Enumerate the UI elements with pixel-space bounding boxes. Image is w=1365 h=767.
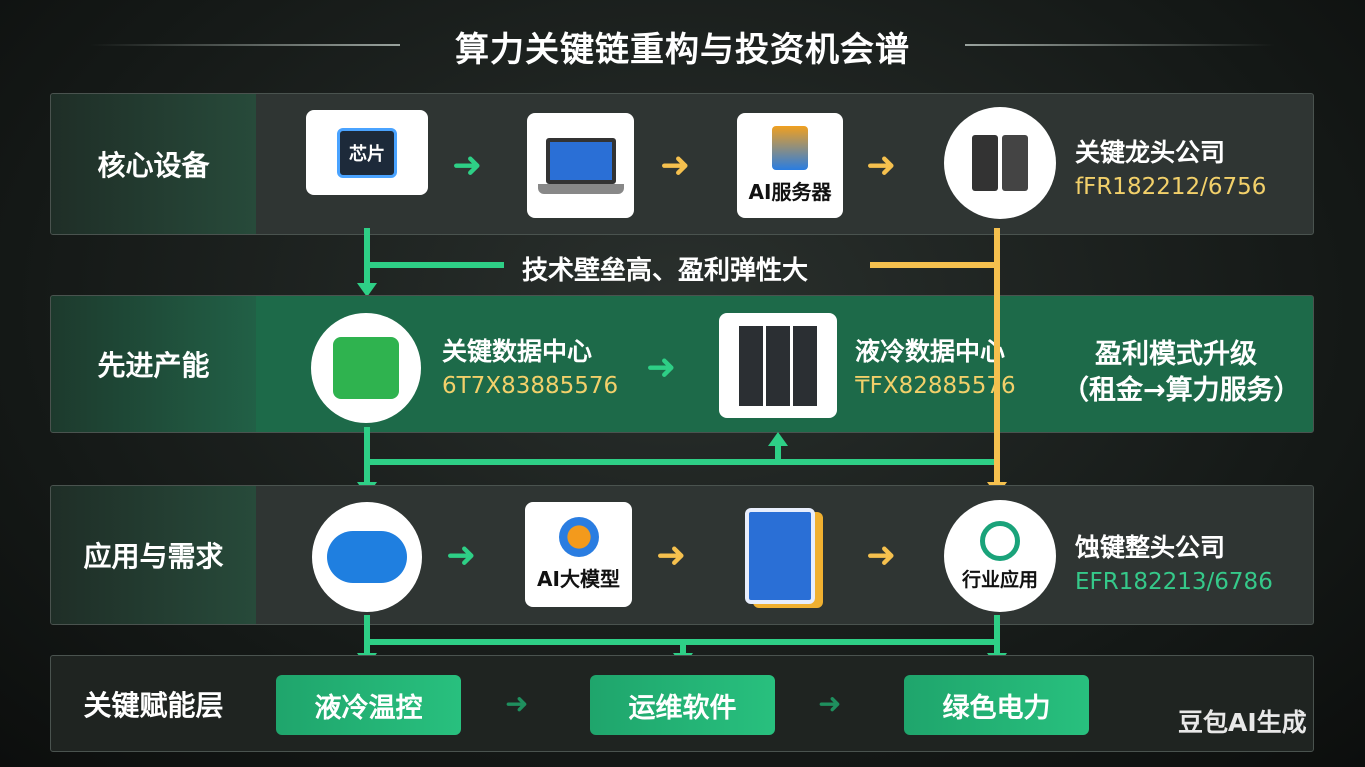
arrow-icon: ➜	[866, 535, 897, 576]
liquid-dc-name: 液冷数据中心	[855, 337, 1006, 366]
ai-model-label: AI大模型	[537, 567, 620, 591]
connector	[364, 427, 370, 483]
row-label: 核心设备	[51, 94, 256, 234]
industry-app-icon: 行业应用	[944, 500, 1056, 612]
row-label: 先进产能	[51, 296, 256, 432]
connector	[364, 228, 370, 283]
company-code: EFR182213/6786	[1075, 569, 1273, 595]
connector	[870, 262, 1000, 268]
page-title: 算力关键链重构与投资机会谱	[455, 30, 910, 70]
arrow-icon: ➜	[818, 687, 842, 720]
arrow-icon: ➜	[646, 347, 677, 388]
arrow-down-icon	[357, 283, 377, 297]
chip-icon: 芯片	[306, 110, 428, 195]
arrow-icon: ➜	[866, 145, 897, 186]
company-code: fFR182212/6756	[1075, 174, 1267, 200]
connector	[364, 459, 994, 465]
enabler-liquid-cooling: 液冷温控	[276, 675, 461, 735]
industry-app-label: 行业应用	[961, 568, 1038, 591]
row-advanced-capacity: 先进产能	[50, 295, 1314, 433]
connector	[775, 444, 781, 462]
laptop-icon	[527, 113, 634, 218]
ai-model-icon: AI大模型	[525, 502, 632, 607]
connector	[364, 615, 370, 655]
connector	[994, 228, 1000, 483]
watermark: 豆包AI生成	[1178, 708, 1307, 737]
company-name: 蚀键整头公司	[1075, 533, 1226, 562]
connector	[680, 639, 686, 655]
arrow-up-icon	[768, 432, 788, 446]
arrow-icon: ➜	[452, 145, 483, 186]
row-label: 关键赋能层	[83, 688, 224, 722]
arrow-icon: ➜	[505, 687, 529, 720]
ai-server-label: AI服务器	[748, 180, 832, 204]
liquid-dc-code: ₸FX82885576	[855, 373, 1016, 399]
enabler-ops-software: 运维软件	[590, 675, 775, 735]
company-name: 关键龙头公司	[1075, 138, 1226, 167]
profit-model-sub: （租金→算力服务）	[1062, 375, 1301, 406]
row-label: 应用与需求	[51, 486, 256, 624]
data-center-box-icon	[311, 313, 421, 423]
server-tower-icon	[944, 107, 1056, 219]
cloud-icon	[312, 502, 422, 612]
connector-note: 技术壁垒高、盈利弹性大	[522, 256, 809, 286]
data-center-code: 6T7X83885576	[442, 373, 619, 399]
arrow-icon: ➜	[660, 145, 691, 186]
profit-model-title: 盈利模式升级	[1095, 339, 1257, 370]
arrow-icon: ➜	[656, 535, 687, 576]
ai-server-icon: AI服务器	[737, 113, 843, 218]
enabler-green-power: 绿色电力	[904, 675, 1089, 735]
server-rack-icon	[719, 313, 837, 418]
data-center-name: 关键数据中心	[442, 337, 593, 366]
connector	[364, 262, 504, 268]
arrow-icon: ➜	[446, 535, 477, 576]
connector	[994, 615, 1000, 655]
row-core-equipment: 核心设备	[50, 93, 1314, 235]
row-application-demand: 应用与需求	[50, 485, 1314, 625]
document-icon	[745, 508, 815, 604]
